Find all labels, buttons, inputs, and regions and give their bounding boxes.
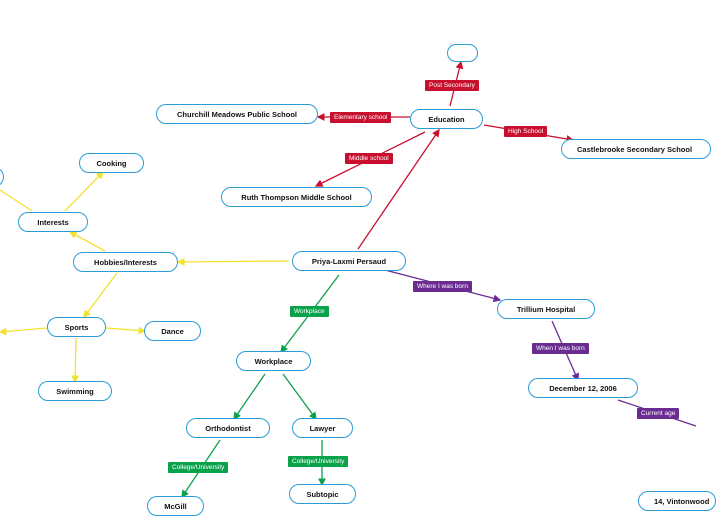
edge-sports-offscreen — [0, 327, 48, 336]
cooking-node[interactable]: Cooking — [79, 153, 144, 173]
edge-root-hobbies — [176, 258, 290, 266]
label-college-university-1: College/University — [168, 462, 229, 473]
label-current-age: Current age — [637, 408, 680, 419]
label-elementary-school: Elementary school — [330, 112, 392, 123]
label-middle-school: Middle school — [345, 153, 393, 164]
hobbies-node[interactable]: Hobbies/Interests — [73, 252, 178, 272]
edge-root-education — [357, 128, 440, 250]
edge-interests-offscreen — [0, 189, 33, 212]
label-where-born: Where I was born — [413, 281, 472, 292]
workplace-node[interactable]: Workplace — [236, 351, 311, 371]
edge-sports-dance — [105, 326, 147, 335]
sports-node[interactable]: Sports — [47, 317, 106, 337]
edge-workplace-orthodontist — [233, 373, 266, 421]
label-high-school: High School — [504, 126, 548, 137]
label-post-secondary: Post Secondary — [425, 80, 479, 91]
edge-hobbies-sports — [83, 272, 118, 319]
lawyer-node[interactable]: Lawyer — [292, 418, 353, 438]
swimming-node[interactable]: Swimming — [38, 381, 112, 401]
label-workplace: Workplace — [290, 306, 329, 317]
orthodontist-node[interactable]: Orthodontist — [186, 418, 270, 438]
churchill-node[interactable]: Churchill Meadows Public School — [156, 104, 318, 124]
label-when-born: When I was born — [532, 343, 589, 354]
edge-workplace-lawyer — [282, 373, 317, 421]
mcgill-node[interactable]: McGill — [147, 496, 204, 516]
edge-interests-cooking — [64, 171, 104, 212]
subtopic-node[interactable]: Subtopic — [289, 484, 356, 504]
castlebrooke-node[interactable]: Castlebrooke Secondary School — [561, 139, 711, 159]
birth-date-node[interactable]: December 12, 2006 — [528, 378, 638, 398]
education-node[interactable]: Education — [410, 109, 483, 129]
trillium-node[interactable]: Trillium Hospital — [497, 299, 595, 319]
post-secondary-node[interactable] — [447, 44, 478, 62]
dance-node[interactable]: Dance — [144, 321, 201, 341]
root-node[interactable]: Priya-Laxmi Persaud — [292, 251, 406, 271]
edge-sports-swimming — [71, 337, 80, 384]
interests-node[interactable]: Interests — [18, 212, 88, 232]
edge-hobbies-interests — [68, 231, 106, 252]
address-node[interactable]: 14, Vintonwood — [638, 491, 716, 511]
label-college-university-2: College/University — [288, 456, 349, 467]
ruth-thompson-node[interactable]: Ruth Thompson Middle School — [221, 187, 372, 207]
